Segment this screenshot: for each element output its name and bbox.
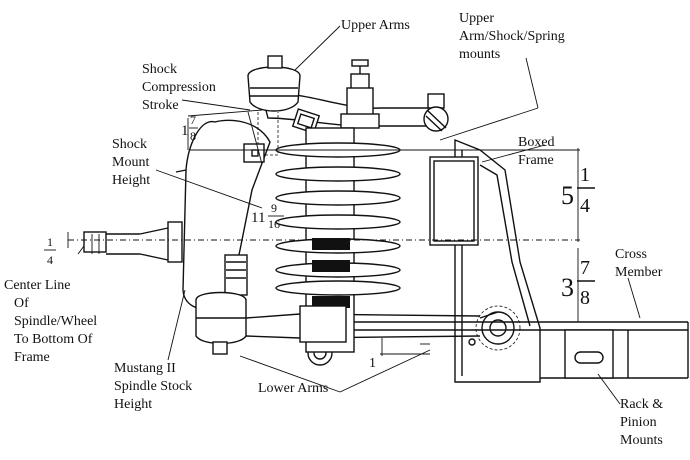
dim-stroke: 1 7 8 (181, 113, 198, 143)
label-upper-mounts-3: mounts (459, 47, 500, 62)
label-cross-member-2: Member (615, 265, 663, 280)
label-shock-mount-1: Shock (112, 137, 147, 152)
dim-shock-height: 11 9 16 (251, 201, 284, 231)
dim-stroke-whole: 1 (181, 123, 189, 139)
leader-lines (77, 25, 641, 405)
dim-shock-height-whole: 11 (251, 210, 265, 226)
label-center-line-4: To Bottom Of (14, 332, 93, 347)
label-rack-3: Mounts (620, 433, 663, 448)
dim-upper-den: 4 (580, 195, 590, 217)
label-rack-2: Pinion (620, 415, 657, 430)
dim-lower-whole: 3 (561, 273, 574, 302)
reference-lines (67, 109, 580, 356)
dim-stroke-den: 8 (190, 129, 196, 143)
label-shock-mount-3: Height (112, 173, 150, 188)
upper-ball-joint (247, 55, 301, 156)
dim-center-line: 1 4 (44, 235, 56, 267)
label-lower-arms: Lower Arms (258, 381, 328, 396)
dim-upper-num: 1 (580, 164, 590, 186)
dim-shock-height-den: 16 (268, 217, 280, 231)
label-center-line-1: Center Line (4, 278, 70, 293)
label-mustang-2: Spindle Stock (114, 379, 192, 394)
label-mustang-1: Mustang II (114, 361, 176, 376)
label-center-line-2: Of (14, 296, 29, 311)
dim-lower: 3 7 8 (561, 257, 595, 309)
dim-lower-offset-value: 1 (369, 356, 376, 371)
label-upper-mounts-1: Upper (459, 11, 494, 26)
dim-lower-offset: 1 (369, 356, 376, 371)
label-shock-mount-2: Mount (112, 155, 149, 170)
label-boxed-frame-2: Frame (518, 153, 554, 168)
dim-center-line-den: 4 (47, 253, 53, 267)
label-shock-comp-1: Shock (142, 62, 177, 77)
dim-shock-height-num: 9 (271, 201, 277, 215)
spindle (83, 119, 271, 310)
dim-stroke-num: 7 (190, 113, 196, 127)
boxed-frame (429, 156, 479, 246)
lower-arm (245, 305, 521, 366)
label-shock-comp-3: Stroke (142, 98, 179, 113)
label-upper-arms: Upper Arms (341, 18, 410, 33)
dim-upper: 5 1 4 (561, 164, 595, 217)
label-cross-member-1: Cross (615, 247, 647, 262)
label-rack-1: Rack & (620, 397, 663, 412)
lower-ball-joint (195, 254, 248, 355)
dim-upper-whole: 5 (561, 181, 574, 210)
rack-pinion-mount (564, 329, 614, 379)
label-boxed-frame-1: Boxed (518, 135, 555, 150)
label-upper-mounts-2: Arm/Shock/Spring (459, 29, 565, 44)
dim-lower-num: 7 (580, 257, 590, 279)
dim-center-line-num: 1 (47, 235, 53, 249)
label-center-line-3: Spindle/Wheel (14, 314, 97, 329)
labels: Upper Arms Upper Arm/Shock/Spring mounts… (4, 11, 663, 448)
coil-spring (275, 142, 401, 296)
label-shock-comp-2: Compression (142, 80, 216, 95)
dim-lower-den: 8 (580, 287, 590, 309)
frame-bracket (454, 138, 541, 383)
label-mustang-3: Height (114, 397, 152, 412)
cross-member (330, 321, 689, 379)
label-center-line-5: Frame (14, 350, 50, 365)
